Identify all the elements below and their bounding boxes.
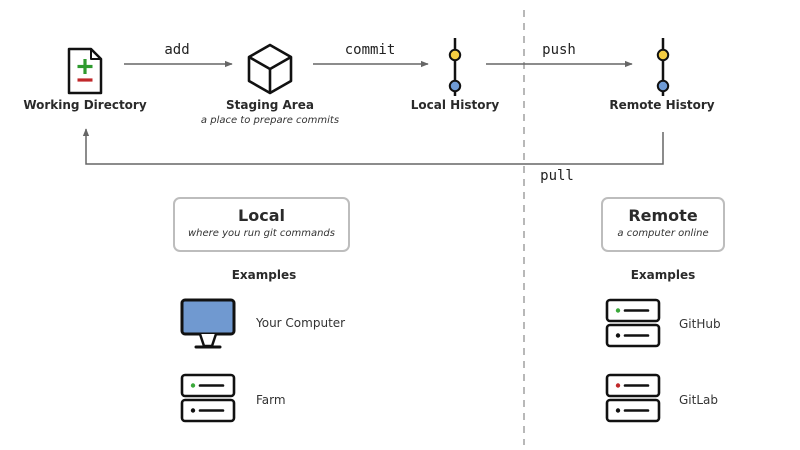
remote-commit-history-icon bbox=[656, 38, 670, 96]
local-subtitle: where you run git commands bbox=[188, 228, 335, 239]
pull-command-label: pull bbox=[540, 168, 574, 184]
github-server-icon bbox=[605, 298, 661, 348]
local-box: Local where you run git commands bbox=[173, 197, 350, 252]
commit-history-icon bbox=[448, 38, 462, 96]
monitor-icon bbox=[180, 298, 236, 349]
remote-history-label: Remote History bbox=[609, 98, 715, 112]
staging-area-label: Staging Area bbox=[226, 98, 314, 112]
farm-label: Farm bbox=[256, 393, 286, 407]
remote-subtitle: a computer online bbox=[617, 228, 709, 239]
push-command-label: push bbox=[542, 42, 576, 58]
cube-icon bbox=[247, 43, 293, 95]
commit-command-label: commit bbox=[344, 42, 396, 58]
server-icon bbox=[180, 373, 236, 423]
local-title: Local bbox=[238, 206, 285, 225]
gitlab-server-icon bbox=[605, 373, 661, 423]
add-command-label: add bbox=[164, 42, 190, 58]
file-icon bbox=[67, 47, 103, 95]
pull-arrow bbox=[82, 128, 664, 165]
local-examples-heading: Examples bbox=[231, 268, 297, 282]
remote-examples-heading: Examples bbox=[630, 268, 696, 282]
working-directory-label: Working Directory bbox=[23, 98, 147, 112]
local-history-label: Local History bbox=[410, 98, 500, 112]
your-computer-label: Your Computer bbox=[256, 316, 346, 330]
remote-title: Remote bbox=[628, 206, 698, 225]
staging-area-caption: a place to prepare commits bbox=[200, 115, 340, 126]
remote-box: Remote a computer online bbox=[601, 197, 725, 252]
gitlab-label: GitLab bbox=[679, 393, 718, 407]
github-label: GitHub bbox=[679, 317, 721, 331]
